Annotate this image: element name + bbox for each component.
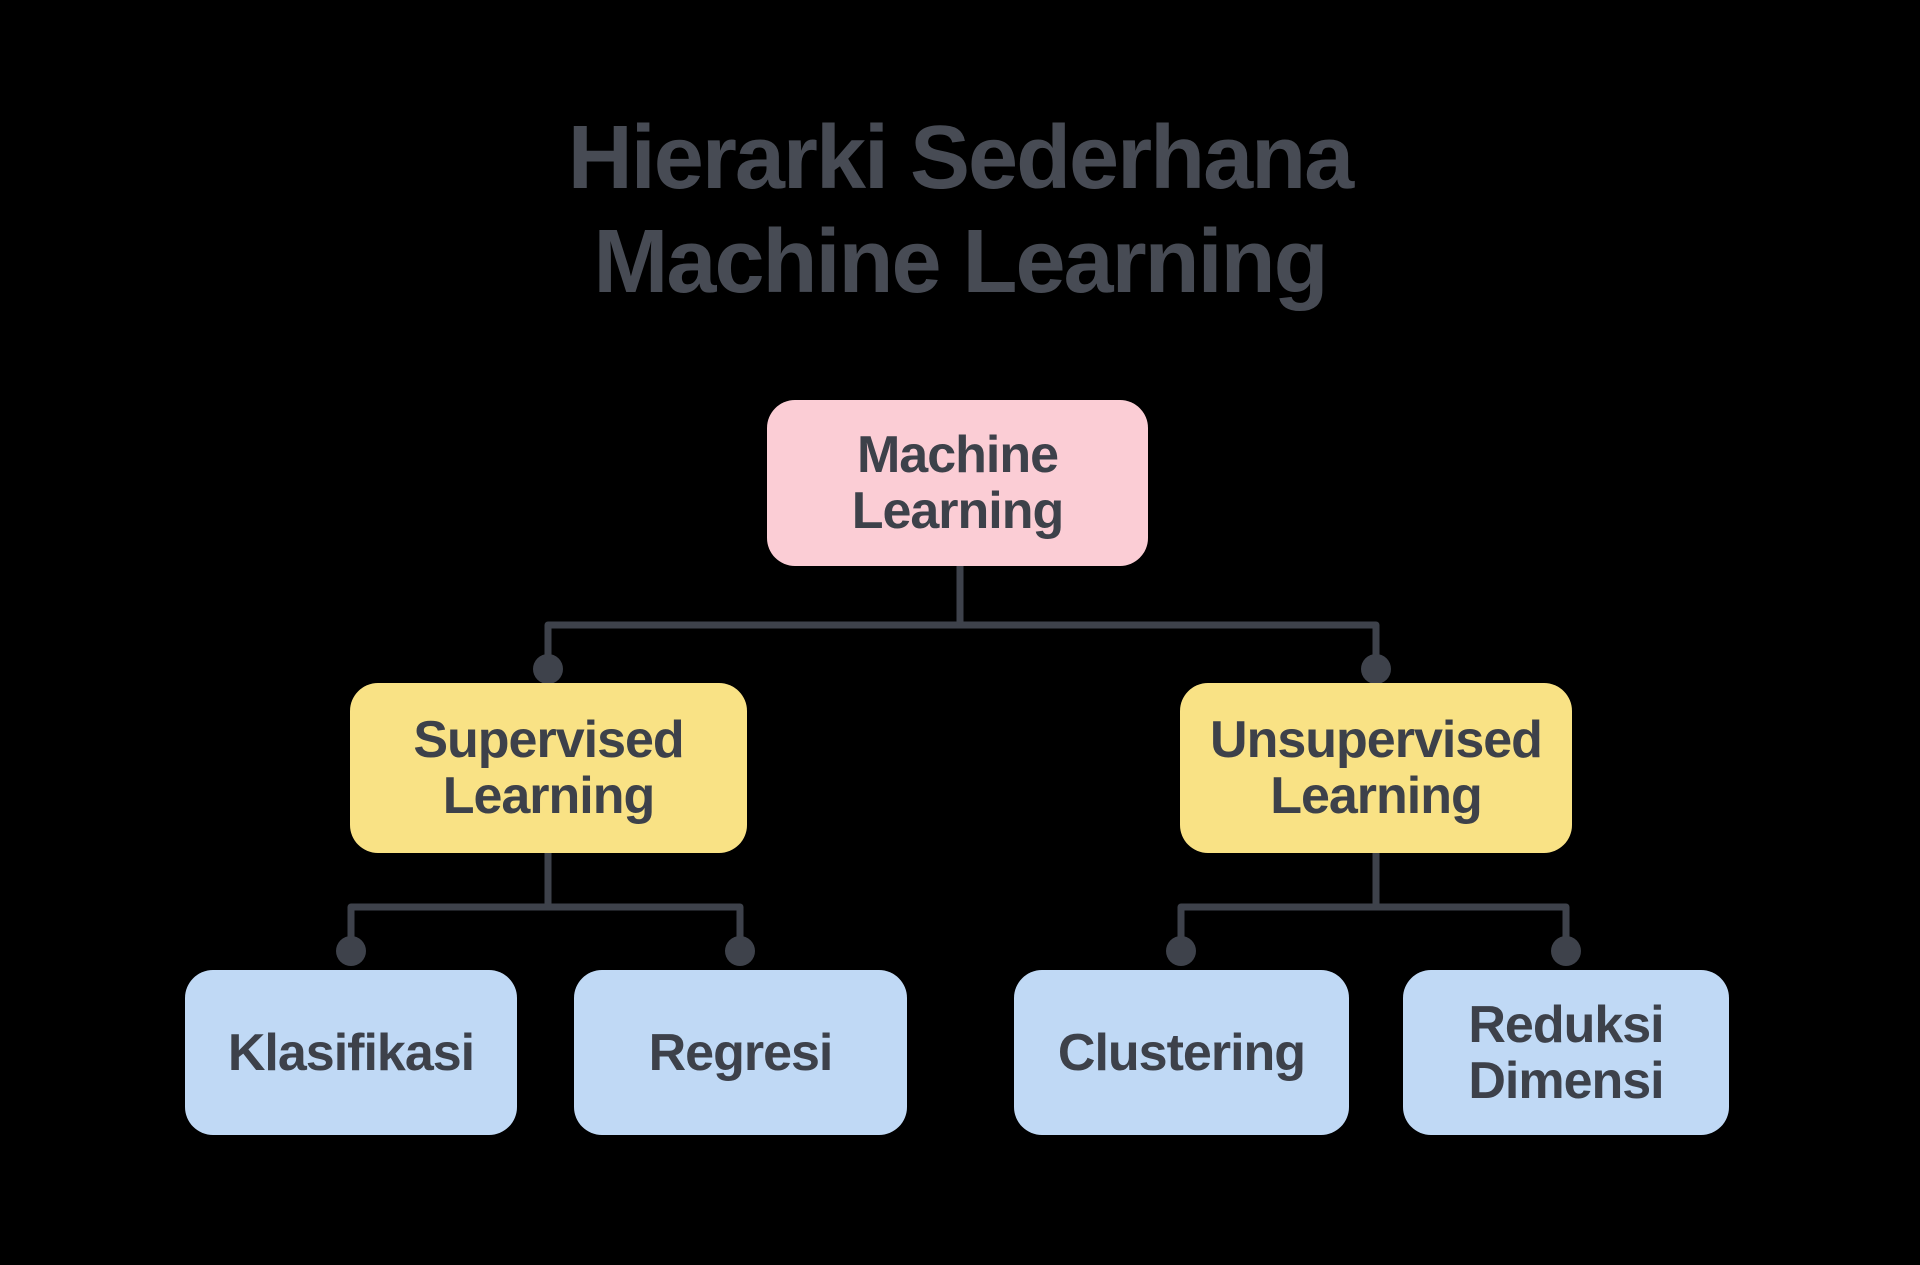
junction-dot-supervised xyxy=(533,654,563,684)
junction-dot-clustering xyxy=(1166,936,1196,966)
node-unsupervised-learning: Unsupervised Learning xyxy=(1180,683,1572,853)
node-supervised-learning: Supervised Learning xyxy=(350,683,747,853)
page-title: Hierarki Sederhana Machine Learning xyxy=(567,108,1354,312)
node-reduksi-dimensi: Reduksi Dimensi xyxy=(1403,970,1729,1135)
node-machine-learning: Machine Learning xyxy=(767,400,1148,566)
node-klasifikasi: Klasifikasi xyxy=(185,970,517,1135)
junction-dot-unsupervised xyxy=(1361,654,1391,684)
junction-dot-reduksi xyxy=(1551,936,1581,966)
node-regresi: Regresi xyxy=(574,970,907,1135)
connector-root-children xyxy=(544,566,1380,662)
junction-dot-regresi xyxy=(725,936,755,966)
node-clustering: Clustering xyxy=(1014,970,1349,1135)
junction-dot-klasifikasi xyxy=(336,936,366,966)
connector-supervised-children xyxy=(347,853,744,944)
connector-unsupervised-children xyxy=(1177,853,1570,944)
